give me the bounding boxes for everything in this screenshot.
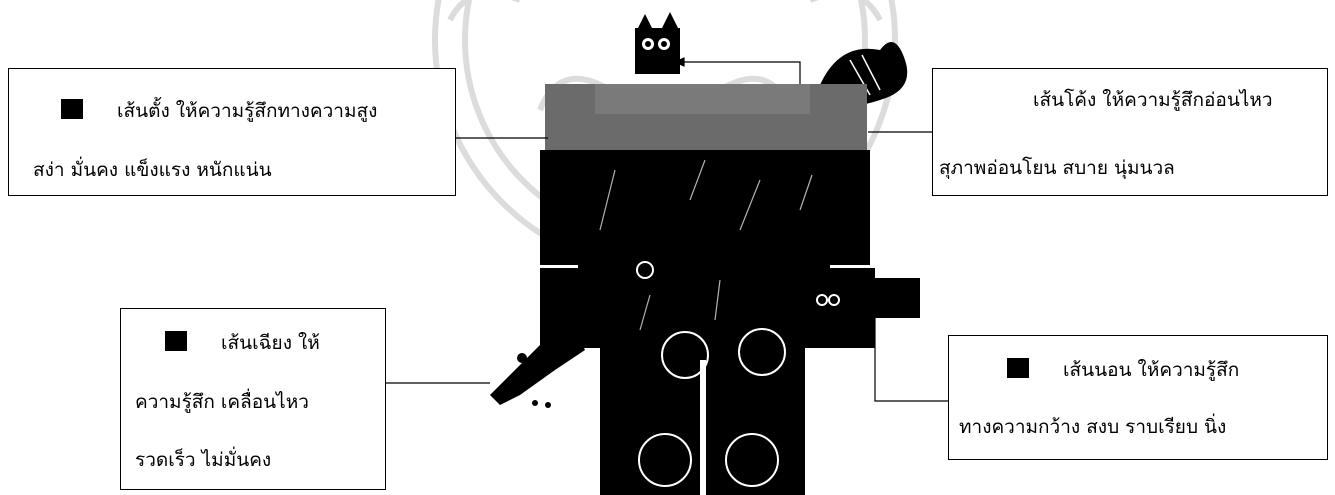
note-curved-line: เส้นโค้ง ให้ความรู้สึกอ่อนไหว สุภาพอ่อนโ…: [932, 68, 1328, 196]
note-horizontal-line1: เส้นนอน ให้ความรู้สึก: [1063, 359, 1239, 381]
bullet-square-icon: [61, 99, 83, 119]
cat-head: [635, 12, 680, 74]
note-diagonal-line2: ความรู้สึก เคลื่อนไหว: [135, 393, 309, 412]
bullet-square-icon: [1007, 358, 1029, 378]
note-vertical-line: เส้นตั้ง ให้ความรู้สึกทางความสูง สง่า มั…: [8, 68, 456, 196]
note-horizontal-line: เส้นนอน ให้ความรู้สึก ทางความกว้าง สงบ ร…: [948, 335, 1328, 460]
note-curved-line1: เส้นโค้ง ให้ความรู้สึกอ่อนไหว: [1033, 91, 1273, 110]
note-diagonal-line3: รวดเร็ว ไม่มั่นคง: [135, 451, 271, 470]
note-diagonal-line: เส้นเฉียง ให้ ความรู้สึก เคลื่อนไหว รวดเ…: [120, 308, 386, 490]
note-horizontal-line2: ทางความกว้าง สงบ ราบเรียบ นิ่ง: [959, 418, 1226, 437]
torso: [540, 150, 870, 265]
bullet-square-icon: [165, 331, 187, 351]
note-curved-line2: สุภาพอ่อนโยน สบาย นุ่มนวล: [939, 159, 1175, 178]
arms: [540, 268, 875, 348]
note-vertical-line2: สง่า มั่นคง แข็งแรง หนักแน่น: [33, 161, 272, 180]
note-vertical-line1: เส้นตั้ง ให้ความรู้สึกทางความสูง: [117, 100, 377, 122]
note-diagonal-line1: เส้นเฉียง ให้: [221, 332, 320, 354]
diagonal-arm: [490, 330, 585, 405]
